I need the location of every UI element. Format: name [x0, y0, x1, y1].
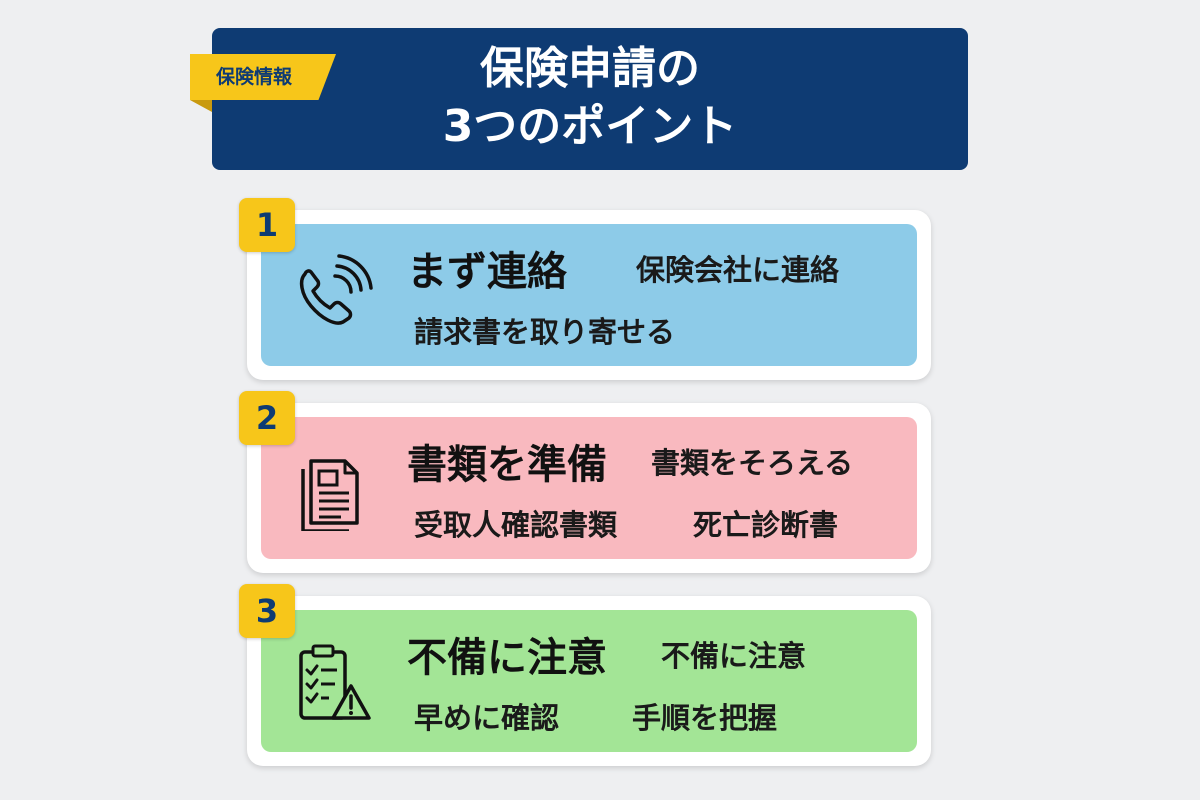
checklist-warning-icon	[299, 644, 371, 720]
point-card-2: 書類を準備 書類をそろえる 受取人確認書類 死亡診断書 2	[239, 391, 931, 573]
point-panel-2: 書類を準備 書類をそろえる 受取人確認書類 死亡診断書	[261, 417, 917, 559]
point-number-badge: 1	[239, 198, 295, 252]
point-detail: 死亡診断書	[693, 508, 839, 542]
point-subheading: 保険会社に連絡	[636, 253, 840, 287]
tag-fold	[190, 100, 212, 112]
category-tag: 保険情報	[190, 54, 336, 100]
title-line-2: 3つのポイント	[442, 101, 738, 152]
point-heading: 不備に注意	[407, 635, 607, 681]
point-number-badge: 3	[239, 584, 295, 638]
point-heading: まず連絡	[407, 249, 567, 295]
point-heading: 書類を準備	[407, 442, 607, 488]
header-banner: 保険申請の 3つのポイント	[212, 28, 968, 170]
point-panel-1: まず連絡 保険会社に連絡 請求書を取り寄せる	[261, 224, 917, 366]
point-subheading: 不備に注意	[661, 639, 807, 673]
point-detail: 請求書を取り寄せる	[414, 315, 676, 349]
point-card-3: 不備に注意 不備に注意 早めに確認 手順を把握 3	[239, 584, 931, 766]
title-line-1: 保険申請の	[480, 43, 700, 94]
point-detail: 早めに確認	[414, 701, 560, 735]
point-detail: 手順を把握	[632, 701, 778, 735]
page-title: 保険申請の 3つのポイント	[212, 40, 968, 156]
phone-icon	[299, 254, 373, 325]
point-number-badge: 2	[239, 391, 295, 445]
point-card-1: まず連絡 保険会社に連絡 請求書を取り寄せる 1	[239, 198, 931, 380]
point-detail: 受取人確認書類	[414, 508, 618, 542]
category-tag-label: 保険情報	[215, 66, 292, 88]
document-icon	[301, 459, 359, 531]
point-subheading: 書類をそろえる	[651, 446, 854, 480]
point-panel-3: 不備に注意 不備に注意 早めに確認 手順を把握	[261, 610, 917, 752]
